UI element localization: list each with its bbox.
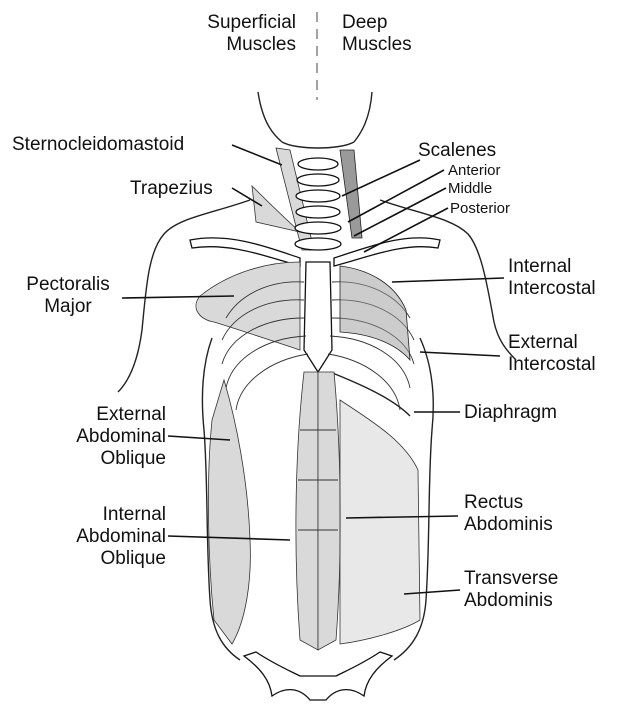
label-line: Abdominis xyxy=(464,514,553,536)
label-line: Intercostal xyxy=(508,354,596,376)
pelvis xyxy=(244,652,392,700)
label-diaphragm: Diaphragm xyxy=(464,402,557,424)
left-clavicle xyxy=(190,238,300,266)
label-trapezius: Trapezius xyxy=(130,178,213,200)
pectoralis-major-muscle xyxy=(196,262,300,350)
sternum xyxy=(304,262,332,372)
label-internal-intercostal: Internal Intercostal xyxy=(508,256,596,300)
intercostal-muscles xyxy=(340,266,410,360)
neck-outline xyxy=(258,92,372,142)
superficial-muscles-heading: Superficial Muscles xyxy=(150,12,296,56)
label-line: Abdominal xyxy=(40,426,166,448)
label-line: Oblique xyxy=(40,548,166,570)
label-line: Internal xyxy=(508,256,596,278)
label-line: External xyxy=(508,332,596,354)
rectus-abdominis-deep xyxy=(318,372,340,650)
heading-line: Muscles xyxy=(150,34,296,56)
label-line: Transverse xyxy=(464,568,558,590)
label-rectus-abdominis: Rectus Abdominis xyxy=(464,492,553,536)
label-line: Oblique xyxy=(40,448,166,470)
label-internal-abdominal-oblique: Internal Abdominal Oblique xyxy=(40,504,166,570)
heading-line: Superficial xyxy=(150,12,296,34)
label-transverse-abdominis: Transverse Abdominis xyxy=(464,568,558,612)
label-line: Rectus xyxy=(464,492,553,514)
label-scalenes-anterior: Anterior xyxy=(448,162,501,179)
label-line: Abdominis xyxy=(464,590,558,612)
label-scalenes: Scalenes xyxy=(418,140,496,162)
label-sternocleidomastoid: Sternocleidomastoid xyxy=(12,134,184,156)
jaw-outline xyxy=(282,142,354,148)
rectus-abdominis-muscle xyxy=(296,372,318,650)
heading-line: Muscles xyxy=(342,34,462,56)
label-line: Major xyxy=(12,296,124,318)
transverse-abdominis-muscle xyxy=(340,400,420,644)
scalene-muscles xyxy=(340,150,362,238)
external-oblique-muscle xyxy=(208,380,250,644)
label-line: External xyxy=(40,404,166,426)
label-line: Pectoralis xyxy=(12,274,124,296)
label-line: Intercostal xyxy=(508,278,596,300)
heading-line: Deep xyxy=(342,12,462,34)
label-external-abdominal-oblique: External Abdominal Oblique xyxy=(40,404,166,470)
label-pectoralis-major: Pectoralis Major xyxy=(12,274,124,318)
deep-muscles-heading: Deep Muscles xyxy=(342,12,462,56)
right-clavicle xyxy=(334,238,440,266)
label-external-intercostal: External Intercostal xyxy=(508,332,596,376)
label-scalenes-posterior: Posterior xyxy=(450,200,510,217)
label-line: Internal xyxy=(40,504,166,526)
label-scalenes-middle: Middle xyxy=(448,180,492,197)
label-line: Abdominal xyxy=(40,526,166,548)
